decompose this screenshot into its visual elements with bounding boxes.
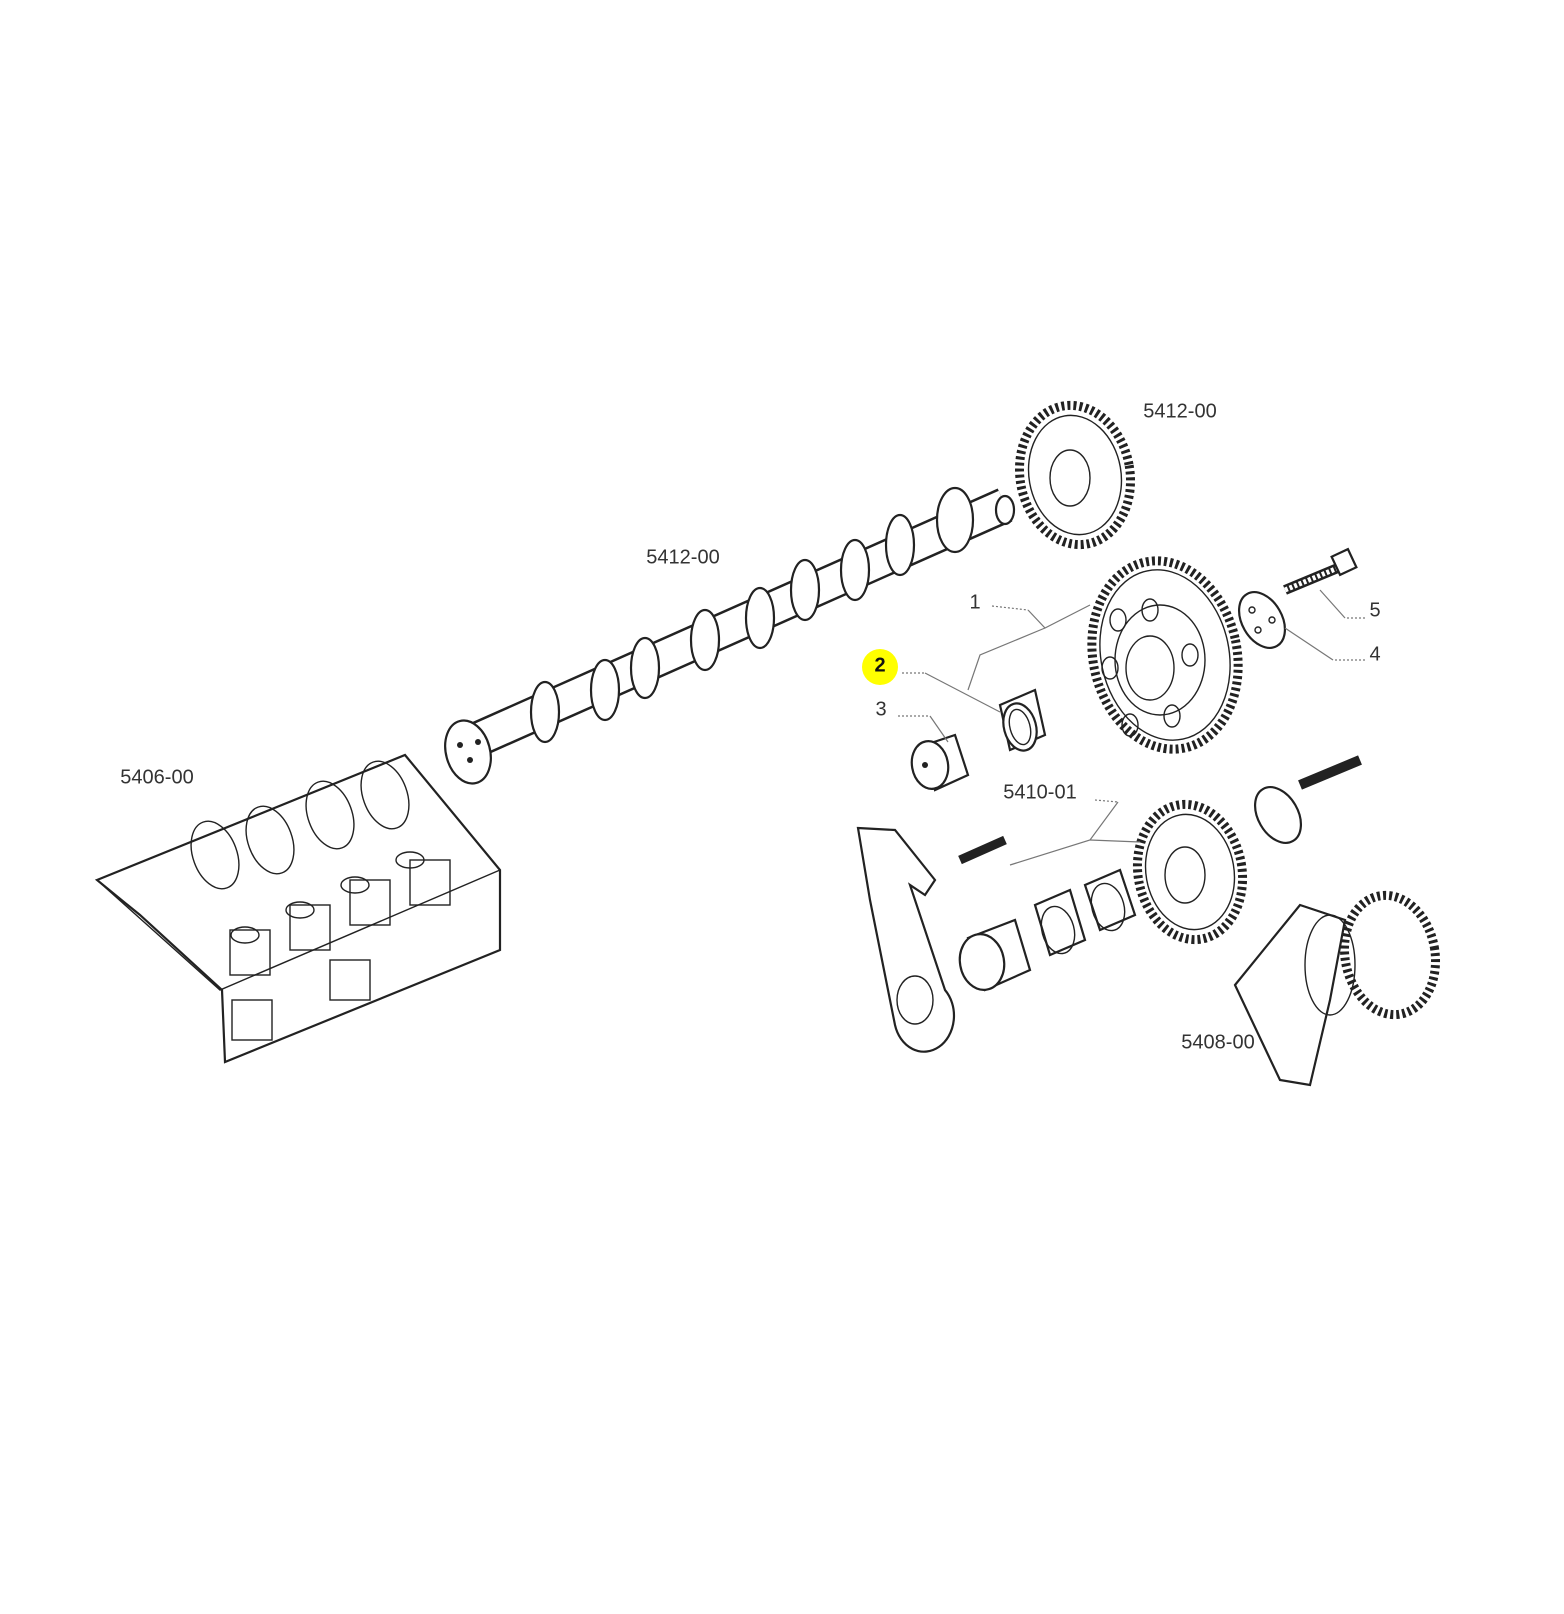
bushing-item-2-drawing — [998, 688, 1047, 752]
leader-lines — [898, 589, 1365, 866]
gear-item-1-drawing — [1087, 556, 1243, 754]
item-label-5[interactable]: 5 — [1369, 599, 1381, 622]
ref-label-engine-block[interactable]: 5406-00 — [120, 766, 194, 789]
ref-label-crankshaft[interactable]: 5408-00 — [1181, 1031, 1255, 1054]
bolt-item-5-drawing — [1283, 547, 1358, 595]
engine-block-drawing — [94, 753, 502, 1064]
ref-label-camshaft[interactable]: 5412-00 — [646, 546, 720, 569]
item-label-4[interactable]: 4 — [1369, 643, 1381, 666]
item-label-3[interactable]: 3 — [875, 698, 887, 721]
item-label-2[interactable]: 2 — [874, 654, 886, 677]
camshaft-drawing — [444, 486, 1016, 785]
ref-label-camshaft-gear[interactable]: 5412-00 — [1143, 400, 1217, 423]
hub-item-3-drawing — [910, 733, 970, 792]
washer-item-4-drawing — [1237, 591, 1287, 649]
idler-gear-group-drawing — [856, 755, 1362, 1053]
ref-label-idler-gear[interactable]: 5410-01 — [1003, 781, 1077, 804]
camshaft-gear-drawing — [1014, 400, 1136, 550]
highlight-marker — [862, 649, 898, 685]
crankshaft-drawing — [1233, 890, 1441, 1087]
item-label-1[interactable]: 1 — [969, 591, 981, 614]
